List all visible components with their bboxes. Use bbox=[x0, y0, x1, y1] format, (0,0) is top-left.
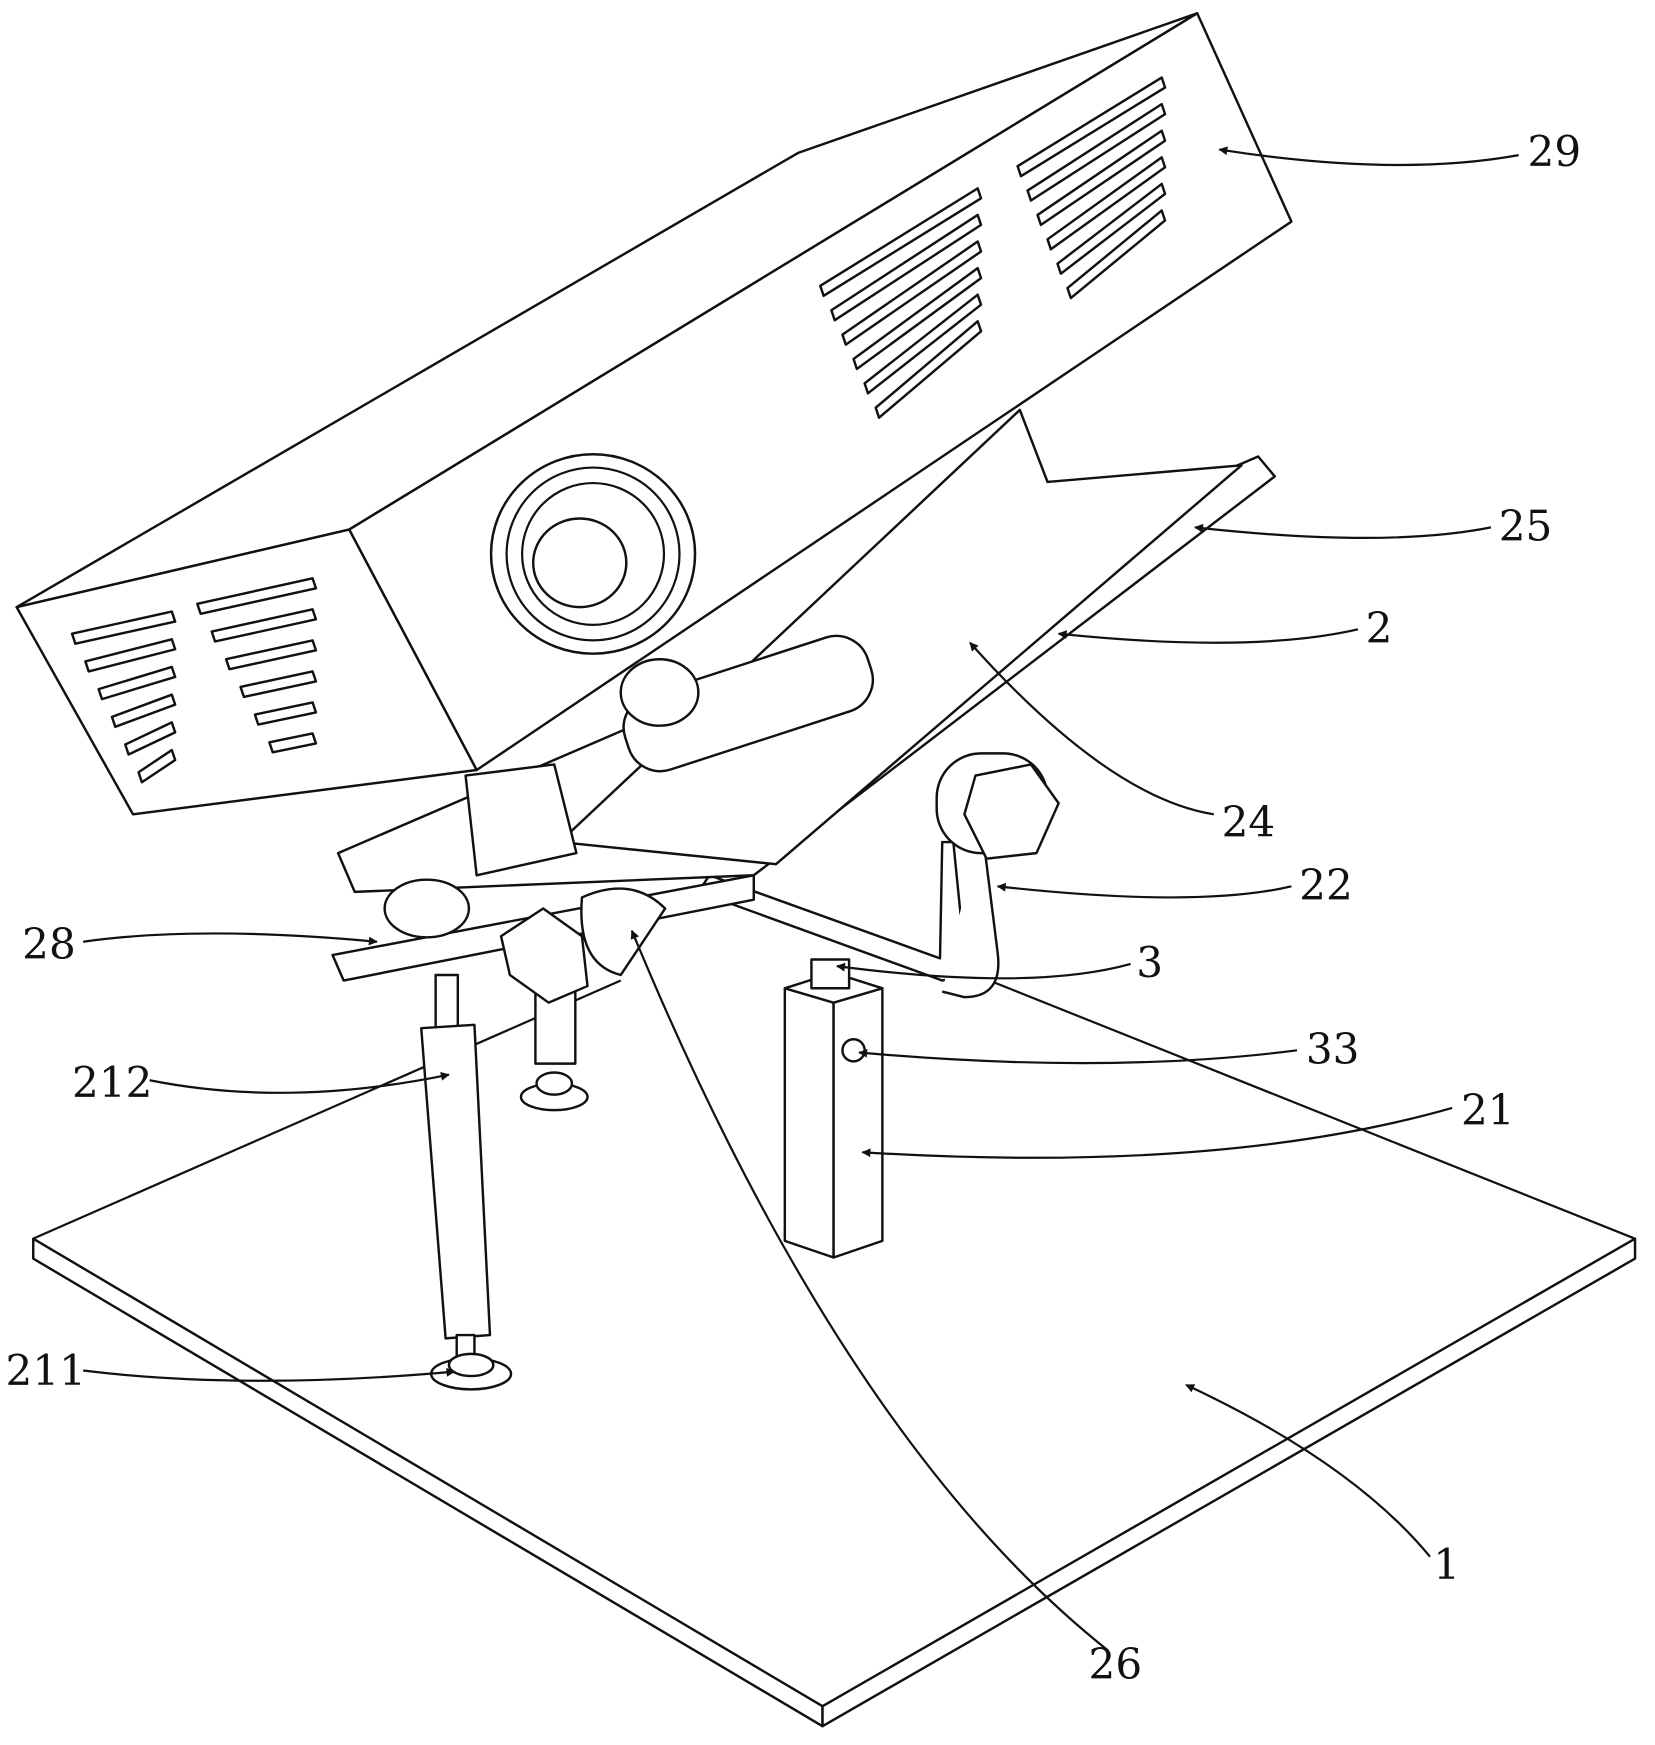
label-1: 1 bbox=[1433, 1540, 1460, 1589]
label-33: 33 bbox=[1306, 1025, 1360, 1074]
sensor-block bbox=[811, 959, 849, 988]
label-2: 2 bbox=[1366, 604, 1393, 653]
label-211: 211 bbox=[6, 1346, 86, 1395]
label-212: 212 bbox=[72, 1058, 152, 1107]
label-26: 26 bbox=[1089, 1640, 1143, 1689]
label-25: 25 bbox=[1499, 502, 1553, 551]
knob-33 bbox=[842, 1039, 864, 1061]
label-24: 24 bbox=[1222, 798, 1276, 847]
support-post bbox=[785, 959, 883, 1257]
label-21: 21 bbox=[1461, 1086, 1515, 1135]
label-22: 22 bbox=[1299, 861, 1353, 910]
label-3: 3 bbox=[1136, 938, 1163, 987]
label-28: 28 bbox=[22, 919, 76, 968]
label-29: 29 bbox=[1528, 127, 1582, 176]
telescopic-leg-front bbox=[421, 975, 511, 1389]
lens bbox=[491, 454, 695, 653]
telescopic-leg-rear bbox=[521, 986, 588, 1110]
ball-joint-28 bbox=[385, 880, 469, 938]
